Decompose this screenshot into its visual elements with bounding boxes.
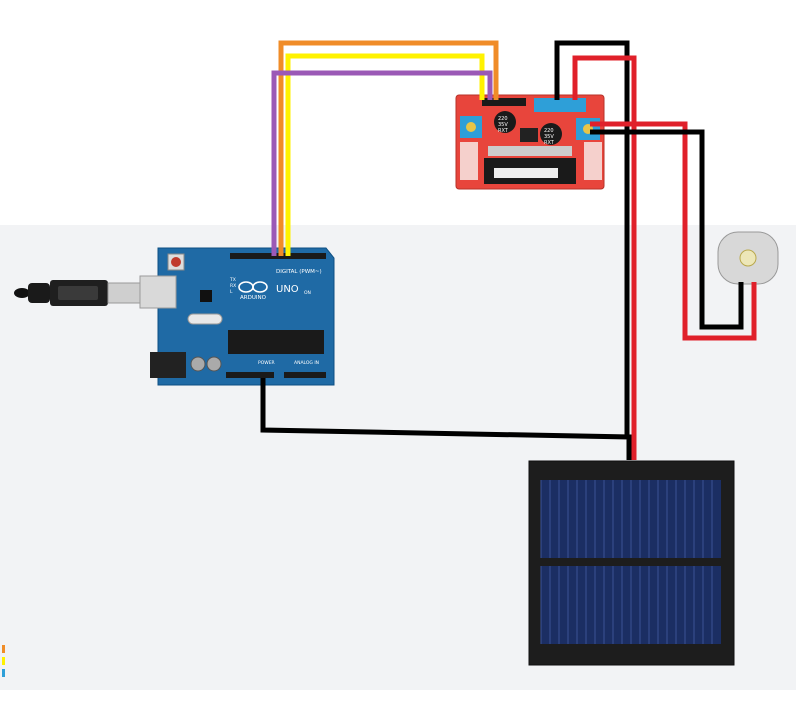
analog-header	[284, 372, 326, 378]
capacitor-1	[190, 356, 206, 372]
digital-header	[230, 253, 326, 259]
wire-red-solar[interactable]	[572, 55, 637, 460]
capacitor-left-icon	[494, 111, 516, 133]
arduino-logo-icon	[238, 281, 268, 293]
header-left	[460, 142, 478, 180]
cap-text-2: 35V	[498, 122, 508, 128]
wire-black-arduino-gnd[interactable]	[260, 378, 632, 460]
wire-yellow[interactable]	[285, 53, 485, 256]
arduino-uno-board[interactable]: DIGITAL (PWM~) ARDUINO UNO TX RX L ON PO…	[139, 247, 335, 386]
wire-black-driver-gnd[interactable]	[554, 40, 630, 437]
usb-plug-metal	[107, 282, 141, 304]
rx-label: RX	[230, 283, 236, 289]
crystal-oscillator	[187, 313, 223, 325]
cap-text-5: 35V	[544, 134, 554, 140]
heatsink-tab	[494, 168, 558, 178]
dc-motor[interactable]	[717, 231, 779, 285]
regulator-chip	[520, 128, 538, 142]
solar-panel[interactable]	[528, 460, 735, 666]
usb-plug-end-icon	[14, 288, 30, 298]
analog-in-label: ANALOG IN	[294, 360, 319, 366]
wire-red-motor[interactable]	[590, 121, 757, 341]
dc-power-jack	[150, 352, 186, 378]
power-label: POWER	[258, 360, 275, 366]
legend-mark-yellow	[2, 657, 5, 665]
capacitor-right-icon	[540, 123, 562, 145]
tx-label: TX	[229, 277, 236, 283]
usb-b-port	[139, 275, 177, 309]
atmega-chip	[228, 330, 324, 354]
uno-model-label: UNO	[276, 284, 299, 295]
l298n-motor-driver[interactable]: 220 35V RXT 220 35V RXT	[455, 94, 605, 190]
terminal-power	[534, 98, 586, 112]
usb-boot	[28, 283, 50, 303]
solar-grid-lines	[540, 480, 713, 644]
cap-text-4: 220	[544, 128, 554, 134]
legend-mark-blue	[2, 669, 5, 677]
l-label: L	[230, 289, 233, 295]
usb-connector-grip	[58, 286, 98, 300]
reset-button-cap-icon	[171, 257, 181, 267]
wire-purple[interactable]	[271, 70, 493, 256]
digital-pwm-label: DIGITAL (PWM~)	[276, 269, 322, 275]
wire-black-motor[interactable]	[590, 129, 744, 330]
cap-text-1: 220	[498, 116, 508, 122]
legend-mark-orange	[2, 645, 5, 653]
small-chip	[200, 290, 212, 302]
header-right	[584, 142, 602, 180]
capacitor-2	[206, 356, 222, 372]
cap-text-3: RXT	[498, 128, 509, 134]
input-header	[482, 98, 526, 106]
terminal-screw-left-icon	[466, 122, 476, 132]
dc-motor-shaft-icon	[739, 249, 757, 267]
heatsink-fins	[488, 146, 572, 156]
arduino-brand-label: ARDUINO	[240, 295, 267, 301]
usb-cable[interactable]	[14, 280, 141, 306]
on-label: ON	[304, 290, 311, 296]
wires	[260, 40, 757, 460]
cap-text-6: RXT	[544, 140, 555, 146]
power-header	[226, 372, 274, 378]
wire-orange[interactable]	[278, 40, 499, 256]
